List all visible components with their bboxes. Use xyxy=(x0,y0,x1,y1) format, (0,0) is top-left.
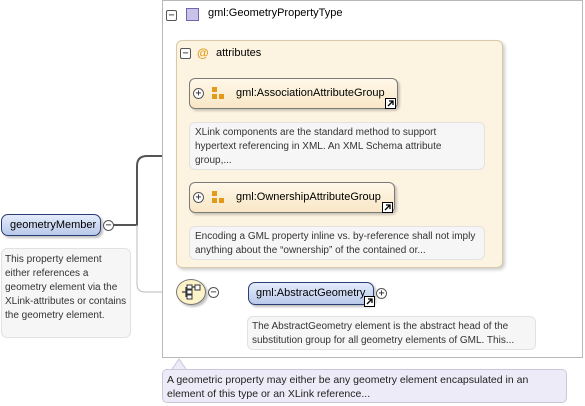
collapse-icon[interactable]: − xyxy=(103,220,114,231)
sequence-compositor-icon[interactable] xyxy=(176,279,206,305)
element-geometry-member[interactable]: geometryMember xyxy=(1,214,101,236)
attributes-label: attributes xyxy=(216,47,262,59)
note-pointer xyxy=(171,358,187,370)
expand-icon[interactable]: + xyxy=(193,192,204,203)
type-description: A geometric property may either be any g… xyxy=(162,369,567,403)
collapse-icon[interactable]: − xyxy=(208,287,219,298)
attribute-group-ownership[interactable] xyxy=(189,182,395,213)
child-element-description: The AbstractGeometry element is the abst… xyxy=(247,316,536,350)
type-name: gml:GeometryPropertyType xyxy=(208,7,343,19)
reference-arrow-icon xyxy=(364,296,375,307)
collapse-icon[interactable]: − xyxy=(166,10,177,21)
element-description: This property element either references … xyxy=(1,248,131,338)
collapse-icon[interactable]: − xyxy=(180,48,191,59)
attribute-group-name: gml:AssociationAttributeGroup xyxy=(236,87,385,99)
attribute-group-icon xyxy=(212,87,225,100)
expand-icon[interactable]: + xyxy=(193,88,204,99)
attribute-group-description: Encoding a GML property inline vs. by-re… xyxy=(189,226,485,260)
attribute-group-description: XLink components are the standard method… xyxy=(189,122,485,170)
attribute-group-name: gml:OwnershipAttributeGroup xyxy=(236,191,381,203)
reference-arrow-icon xyxy=(382,202,393,213)
expand-icon[interactable]: + xyxy=(376,288,387,299)
element-abstract-geometry[interactable]: gml:AbstractGeometry xyxy=(248,282,374,305)
reference-arrow-icon xyxy=(385,98,396,109)
complex-type-icon xyxy=(186,8,199,21)
attribute-at-icon: @ xyxy=(197,46,209,60)
attribute-group-association[interactable] xyxy=(189,78,398,109)
attribute-group-icon xyxy=(212,191,225,204)
